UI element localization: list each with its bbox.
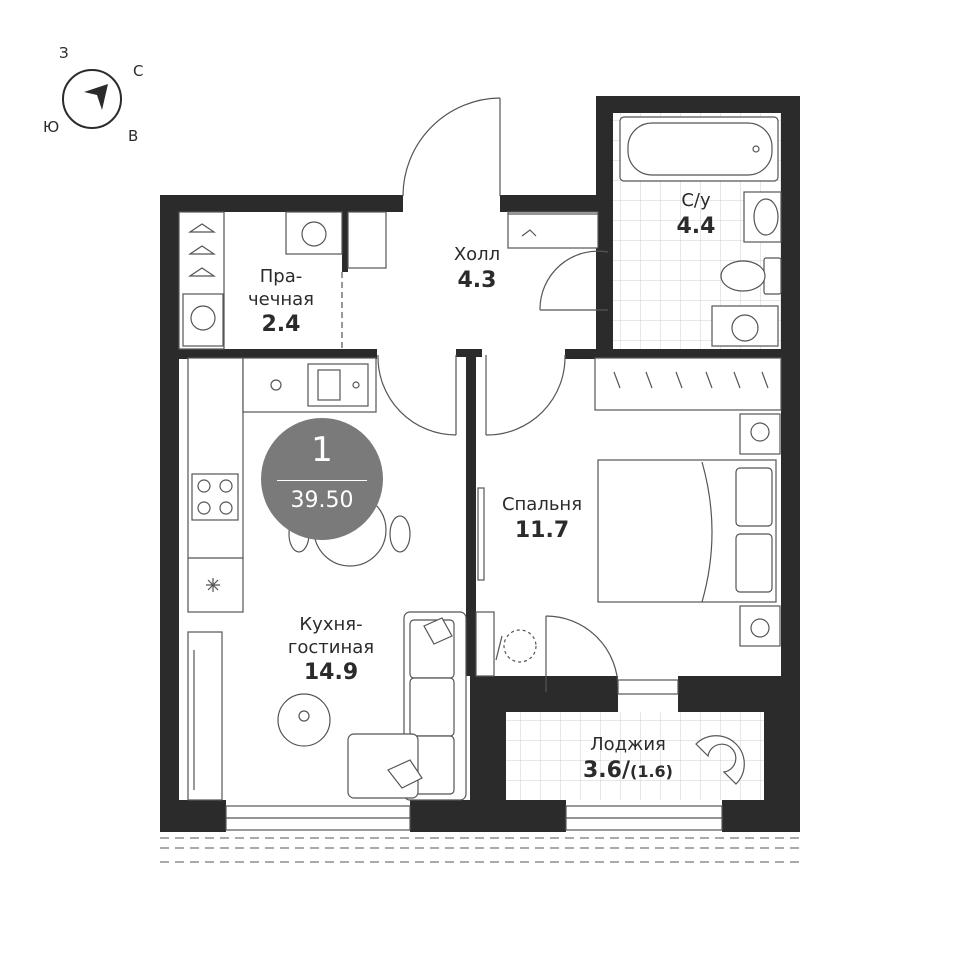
total-area: 39.50	[290, 488, 354, 513]
room-label-laundry: Пра- чечная 2.4	[226, 266, 336, 339]
compass-west-label: Ю	[43, 118, 60, 136]
room-label-kitchen: Кухня- гостиная 14.9	[266, 614, 396, 687]
room-area-note: (1.6)	[630, 761, 673, 781]
room-name: Пра- чечная	[248, 266, 314, 310]
washer-icon	[711, 305, 779, 347]
armchair-icon	[695, 735, 745, 785]
room-label-bedroom: Спальня 11.7	[482, 494, 602, 544]
compass-east-label: С	[133, 62, 144, 80]
room-label-hall: Холл 4.3	[432, 244, 522, 294]
wardrobe-icon	[594, 357, 782, 411]
loggia-tiles	[506, 712, 764, 800]
room-count: 1	[311, 430, 333, 470]
facade-lines	[160, 837, 800, 863]
room-area: 14.9	[303, 660, 359, 685]
compass-north-label: З	[59, 44, 69, 62]
room-name: С/у	[681, 190, 711, 211]
bed-icon	[597, 413, 781, 647]
coffee-table-icon	[277, 693, 331, 747]
windows	[225, 679, 723, 831]
compass-south-label: В	[128, 127, 139, 145]
laundry-furniture	[178, 211, 343, 350]
kitchen-door	[377, 354, 457, 436]
room-name: Холл	[453, 244, 501, 265]
room-area: 11.7	[514, 517, 570, 543]
room-area: 3.6/	[583, 757, 631, 783]
bathroom-door	[539, 250, 609, 311]
badge-divider	[277, 480, 367, 481]
loggia-door	[545, 615, 619, 692]
sink-icon	[743, 191, 782, 243]
sofa-icon	[347, 611, 467, 801]
room-name: Кухня- гостиная	[287, 614, 375, 658]
entry-door	[402, 97, 501, 197]
room-area: 2.4	[261, 312, 301, 337]
apartment-badge: 1 39.50	[261, 418, 383, 540]
toilet-icon	[720, 257, 782, 295]
bedroom-door	[485, 354, 566, 436]
room-area: 4.3	[457, 267, 497, 293]
room-name: Лоджия	[590, 734, 666, 755]
walls	[160, 96, 800, 832]
room-label-loggia: Лоджия 3.6/(1.6)	[566, 734, 690, 784]
room-name: Спальня	[501, 494, 583, 515]
room-area: 4.4	[676, 213, 716, 239]
compass-icon	[62, 69, 122, 129]
hall-cabinet	[347, 211, 599, 269]
bedroom-closet	[475, 487, 537, 677]
room-label-bathroom: С/у 4.4	[664, 190, 728, 240]
bathtub-icon	[619, 116, 779, 182]
kitchen-counter	[187, 357, 377, 801]
